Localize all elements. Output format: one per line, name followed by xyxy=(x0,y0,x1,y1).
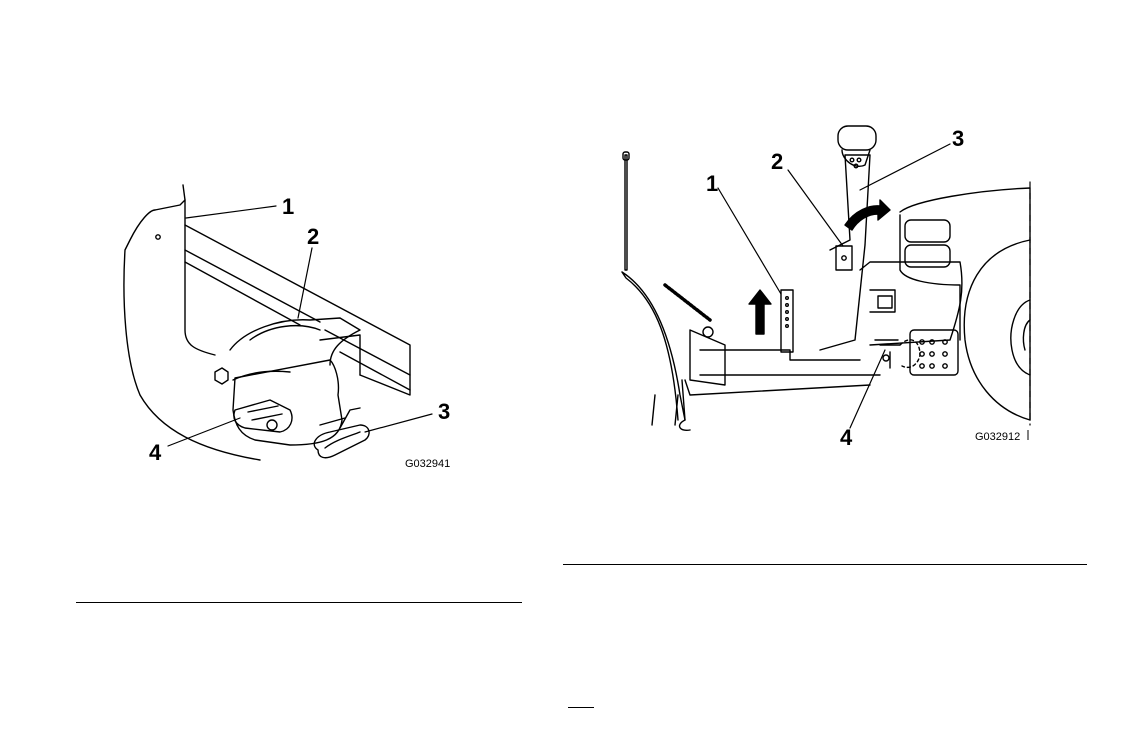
separator-rule xyxy=(563,564,1087,565)
plow-blade xyxy=(621,271,686,421)
right-figure-labels: 1 2 3 4 G032912 xyxy=(706,126,1029,450)
blade-inner-curve xyxy=(154,199,216,356)
hitch-pin xyxy=(874,339,901,369)
left-figure-drawing xyxy=(123,184,433,461)
left-figure: 1 2 3 4 G032941 xyxy=(0,0,560,750)
figure-id: G032912 xyxy=(975,431,1020,443)
axle-plate xyxy=(909,329,959,376)
short-rule xyxy=(568,707,594,708)
curved-arrow xyxy=(844,199,891,231)
callout-1: 1 xyxy=(282,194,294,219)
callout-3: 3 xyxy=(438,399,450,424)
vehicle-body xyxy=(899,187,1031,421)
hitch-bracket xyxy=(229,317,361,366)
wheel xyxy=(963,239,1031,421)
callout-4: 4 xyxy=(149,440,162,465)
jack-stand xyxy=(678,379,691,432)
separator-rule xyxy=(76,602,522,603)
nut xyxy=(214,367,229,385)
right-figure: 1 2 3 4 G032912 xyxy=(560,0,1125,750)
blade-marker xyxy=(624,154,628,271)
lift-bar xyxy=(780,289,794,353)
frame-bar xyxy=(184,224,411,396)
spring xyxy=(663,283,712,322)
push-frame xyxy=(699,349,881,376)
right-figure-drawing xyxy=(621,125,1031,432)
latch-plate xyxy=(233,399,293,433)
up-arrow xyxy=(748,289,772,335)
callout-4: 4 xyxy=(840,425,853,450)
left-figure-labels: 1 2 3 4 G032941 xyxy=(149,194,450,470)
callout-2: 2 xyxy=(307,224,319,249)
callout-3: 3 xyxy=(952,126,964,151)
latch-box xyxy=(232,359,343,446)
callout-2: 2 xyxy=(771,149,783,174)
figure-id: G032941 xyxy=(405,458,450,470)
callout-1: 1 xyxy=(706,171,718,196)
blade-frame xyxy=(123,209,261,461)
lift-arm xyxy=(819,154,871,351)
mount-hole xyxy=(155,234,161,240)
